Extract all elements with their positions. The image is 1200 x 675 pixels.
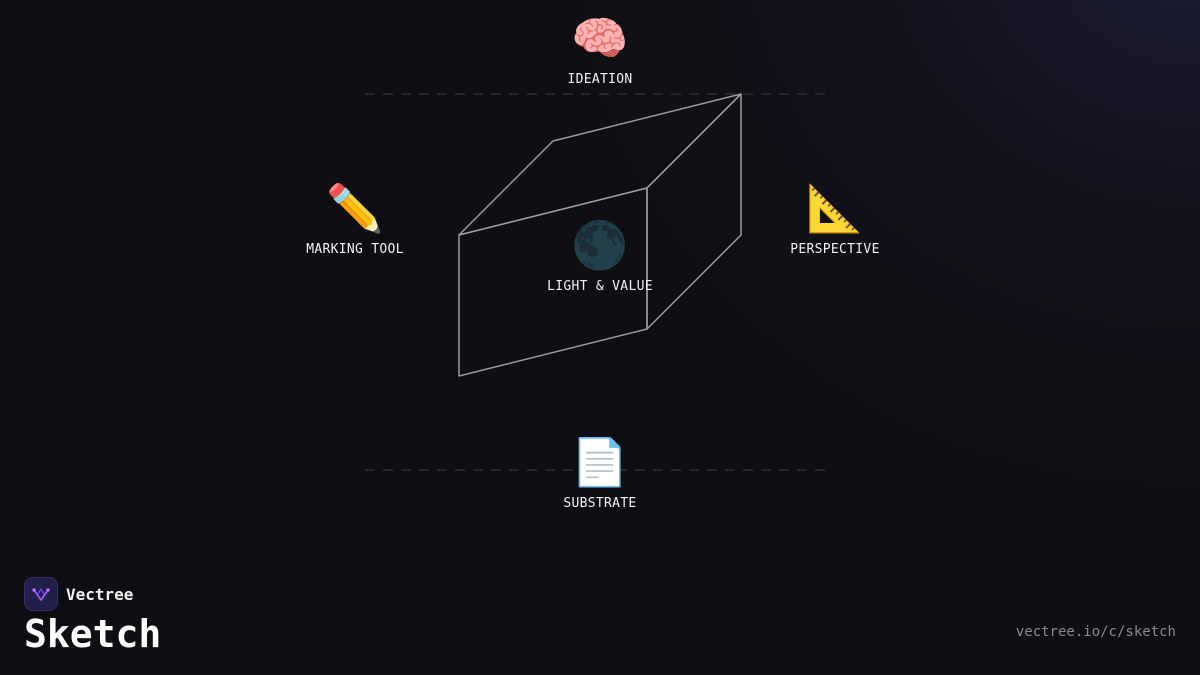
cube-top-face [458,93,742,236]
vectree-logo-icon [24,577,58,611]
node-ideation: 🧠 IDEATION [510,8,690,87]
new-moon-icon: 🌑 [571,218,629,272]
node-perspective: 📐 PERSPECTIVE [745,178,925,257]
perspective-label: PERSPECTIVE [790,242,880,257]
page-icon: 📄 [571,435,629,489]
brand-name: Vectree [66,584,134,604]
light-value-label: LIGHT & VALUE [547,279,653,294]
pencil-icon: ✏️ [326,181,384,235]
page-title: Sketch [24,612,162,656]
ideation-label: IDEATION [567,72,633,87]
cube-right-face [646,93,742,330]
marking-tool-label: MARKING TOOL [306,242,404,257]
url-link[interactable]: vectree.io/c/sketch [1015,624,1176,640]
triangular-ruler-icon: 📐 [806,181,864,235]
brain-icon: 🧠 [571,11,629,65]
substrate-label: SUBSTRATE [563,496,637,511]
node-light-value: 🌑 LIGHT & VALUE [510,215,690,294]
node-substrate: 📄 SUBSTRATE [510,432,690,511]
node-marking-tool: ✏️ MARKING TOOL [265,178,445,257]
brand: Vectree [24,577,133,611]
